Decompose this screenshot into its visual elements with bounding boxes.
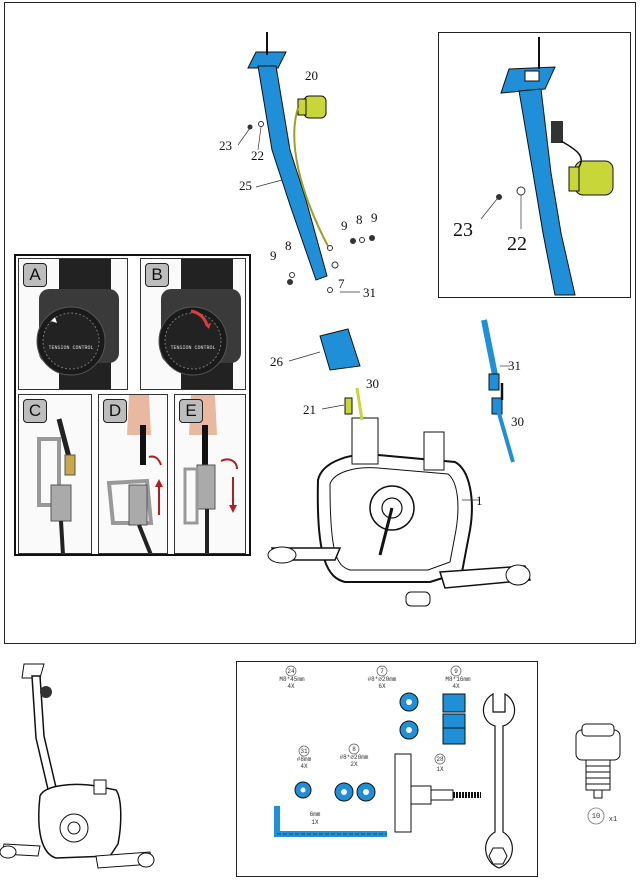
label-part-8-left: 8 (285, 238, 292, 253)
step-d-badge: D (103, 399, 127, 423)
inset-label-part-23: 23 (453, 219, 473, 241)
part-7-num: 7 (380, 668, 384, 675)
knob-a-drawing (36, 259, 119, 389)
part-8-qty: 2X (350, 761, 358, 768)
knob-b-drawing (158, 259, 241, 389)
part-7-qty: 6X (378, 683, 386, 690)
label-part-9-left: 9 (270, 248, 277, 263)
label-part-31: 31 (363, 285, 376, 300)
part-31-qty: 4X (300, 763, 308, 770)
label-part-25: 25 (239, 178, 252, 193)
step-c-panel: C (18, 394, 92, 554)
hardware-pack: 24 M8*45mm 4X 7 #8*∅20mm 6X 9 M8*16mm 4X… (236, 661, 538, 877)
assembled-bike-thumbnail (0, 663, 155, 869)
knob-a-text: TENSION CONTROL (48, 345, 94, 351)
part-10-num: 10 (591, 813, 601, 821)
part-9-qty: 4X (452, 683, 460, 690)
step-a-panel: A TENSION CONTROL (18, 258, 128, 390)
part-31-spec: #8mm (296, 756, 312, 763)
tension-cable-steps: A TENSION CONTROL B TENSION CONTROL C (14, 254, 251, 556)
main-assembly-diagram (4, 2, 636, 644)
part-28-num: 28 (436, 756, 444, 763)
step-a-badge: A (23, 263, 47, 287)
part-24-qty: 4X (287, 683, 295, 690)
part-28-qty: 1X (436, 766, 444, 773)
label-part-7: 7 (338, 276, 345, 291)
inset-detail: 23 22 (438, 32, 631, 298)
label-part-9-mid: 9 (341, 218, 348, 233)
hex-key-qty: 1X (311, 819, 319, 826)
label-part-21: 21 (303, 402, 316, 417)
label-part-20: 20 (305, 68, 318, 83)
cable-d-drawing (106, 395, 163, 553)
step-b-panel: B TENSION CONTROL (140, 258, 246, 390)
label-part-23: 23 (219, 138, 232, 153)
part-31-num: 31 (300, 748, 308, 755)
cable-c-drawing (37, 418, 76, 553)
label-part-30-cable: 30 (511, 414, 524, 429)
part-9-num: 9 (454, 668, 458, 675)
part-8-spec: #8*∅20mm (339, 754, 369, 761)
step-d-panel: D (98, 394, 168, 554)
part-10-knob-drawing (575, 723, 621, 825)
label-part-31-cable: 31 (508, 358, 521, 373)
part-24-num: 24 (287, 668, 295, 675)
label-part-1: 1 (476, 493, 483, 508)
part-24-spec: M8*45mm (279, 676, 305, 683)
inset-label-part-22: 22 (507, 233, 527, 255)
part-7-spec: #8*∅20mm (367, 676, 397, 683)
label-part-8-right: 8 (356, 212, 363, 227)
inset-post-drawing (480, 37, 614, 296)
part-10-qty: x1 (608, 816, 618, 824)
part-9-spec: M8*16mm (445, 676, 471, 683)
step-e-panel: E (174, 394, 246, 554)
step-b-badge: B (145, 263, 169, 287)
label-part-9-right: 9 (371, 210, 378, 225)
hex-key-spec: 6mm (309, 811, 321, 818)
part-8-num: 8 (352, 746, 356, 753)
knob-b-text: TENSION CONTROL (170, 345, 216, 351)
label-part-22: 22 (251, 148, 264, 163)
step-c-badge: C (23, 399, 47, 423)
hardware-drawings (274, 665, 516, 869)
label-part-30: 30 (366, 376, 379, 391)
step-e-badge: E (179, 399, 203, 423)
label-part-26: 26 (270, 354, 283, 369)
